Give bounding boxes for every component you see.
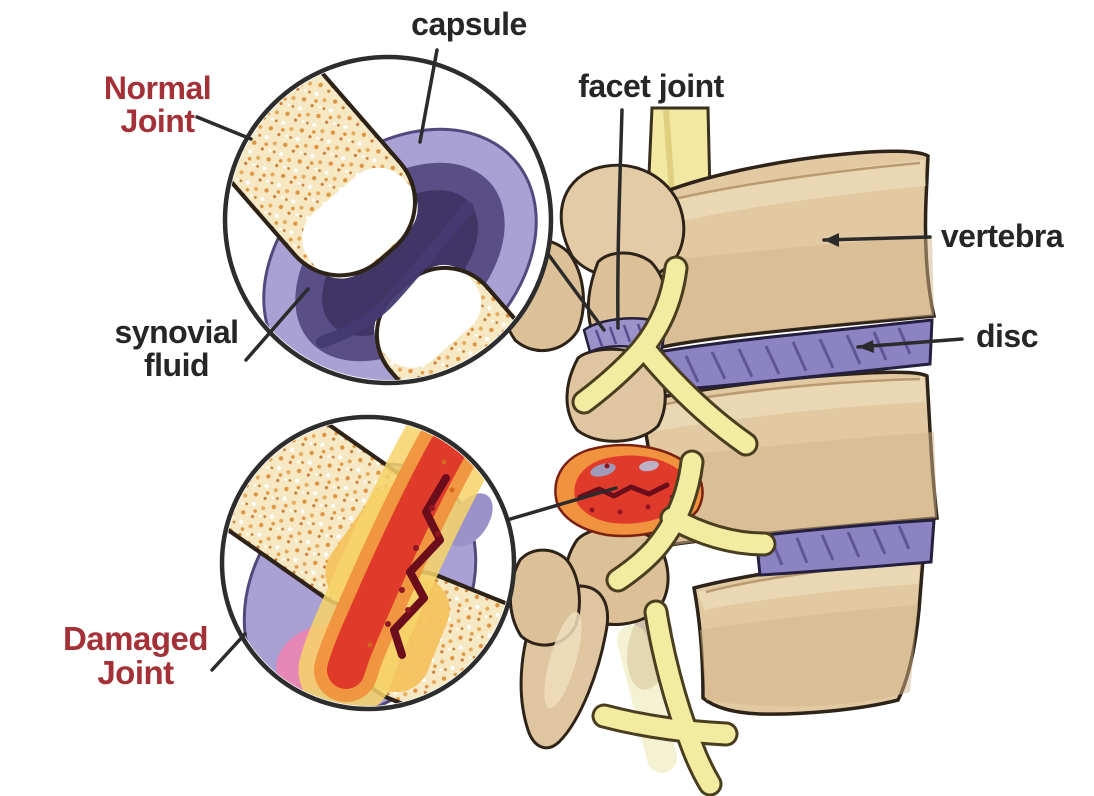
arrow-disc <box>858 340 874 353</box>
label-damaged-joint: Damaged Joint <box>38 620 233 692</box>
leader-inset1-to-facet <box>546 252 606 332</box>
label-damaged-joint-line1: Damaged <box>62 620 209 657</box>
disc-2 <box>754 518 936 577</box>
leader-facet-joint <box>616 108 624 330</box>
label-normal-joint-line1: Normal <box>103 70 212 106</box>
leader-normal-joint <box>195 115 253 141</box>
cartilage-lower <box>374 264 482 368</box>
leader-inset2-to-facet <box>505 486 618 522</box>
synovial-fluid-gap <box>316 202 474 348</box>
leader-vertebra <box>822 235 932 242</box>
spine <box>497 106 939 796</box>
nerve-roots <box>571 255 777 796</box>
label-vertebra: vertebra <box>940 218 1064 254</box>
leader-synovial-fluid <box>244 287 310 362</box>
label-synovial-fluid-line2: fluid <box>143 347 210 384</box>
leader-lines <box>195 48 964 672</box>
label-disc: disc <box>975 318 1039 354</box>
leader-disc <box>856 337 964 349</box>
label-normal-joint-line2: Joint <box>120 103 195 140</box>
vertebra-3 <box>691 554 925 716</box>
label-synovial-fluid-line1: synovial <box>114 314 239 350</box>
arrow-vertebra <box>824 233 839 247</box>
leader-capsule <box>418 48 439 144</box>
vertebra-1 <box>639 149 937 355</box>
label-capsule: capsule <box>411 6 527 42</box>
inflammation-red <box>327 429 467 689</box>
cartilage-upper <box>302 167 418 279</box>
leader-damaged-joint <box>210 632 247 672</box>
label-damaged-joint-line2: Joint <box>97 654 174 692</box>
inset-normal-joint <box>222 54 554 386</box>
inset-damaged-joint <box>219 414 517 712</box>
label-facet-joint: facet joint <box>578 68 724 104</box>
label-synovial-fluid: synovial fluid <box>84 314 269 384</box>
joint-crack <box>390 474 450 659</box>
label-normal-joint: Normal Joint <box>70 70 245 140</box>
